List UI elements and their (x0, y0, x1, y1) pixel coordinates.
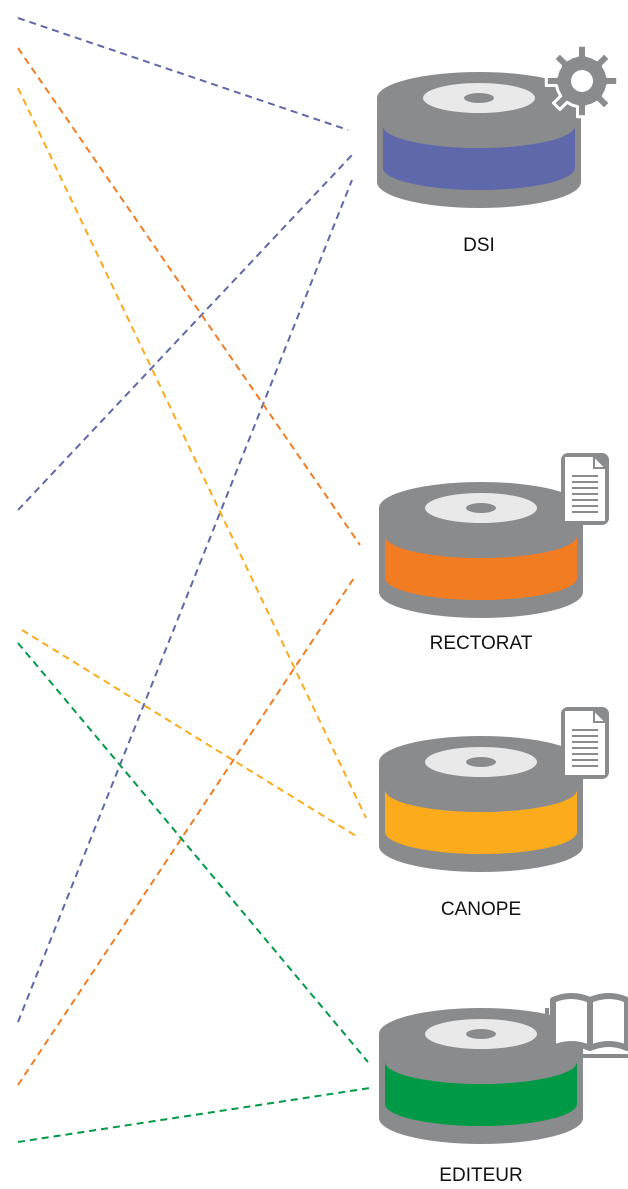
server-hub (464, 93, 494, 103)
server-rectorat: RECTORAT (379, 453, 609, 654)
connection-line-editeur (17, 642, 369, 1063)
connection-line-canope (17, 87, 367, 819)
server-label-editeur: EDITEUR (439, 1165, 522, 1186)
connection-lines (17, 17, 371, 1143)
server-canope: CANOPE (379, 707, 609, 920)
server-color-band (385, 536, 577, 600)
connection-line-dsi (17, 154, 353, 511)
connection-line-rectorat (17, 47, 361, 546)
servers: DSI RECTORAT CANOPE EDITEUR (377, 43, 628, 1186)
connection-line-canope (21, 629, 357, 837)
server-hub (466, 503, 496, 513)
connection-line-dsi (17, 17, 349, 131)
server-dsi: DSI (377, 43, 620, 256)
server-color-band (383, 126, 575, 190)
document-icon (561, 707, 609, 779)
server-color-band (385, 790, 577, 854)
open-book-icon (545, 993, 628, 1058)
server-label-rectorat: RECTORAT (430, 633, 533, 654)
server-hub (466, 757, 496, 767)
document-icon (561, 453, 609, 525)
connection-line-dsi (17, 179, 353, 1023)
server-label-canope: CANOPE (441, 899, 521, 920)
server-hub (466, 1029, 496, 1039)
server-editeur: EDITEUR (379, 993, 628, 1186)
server-color-band (385, 1062, 577, 1126)
gear-icon (544, 43, 620, 119)
connection-line-rectorat (17, 574, 357, 1086)
connection-line-editeur (17, 1087, 371, 1143)
server-label-dsi: DSI (463, 235, 495, 256)
